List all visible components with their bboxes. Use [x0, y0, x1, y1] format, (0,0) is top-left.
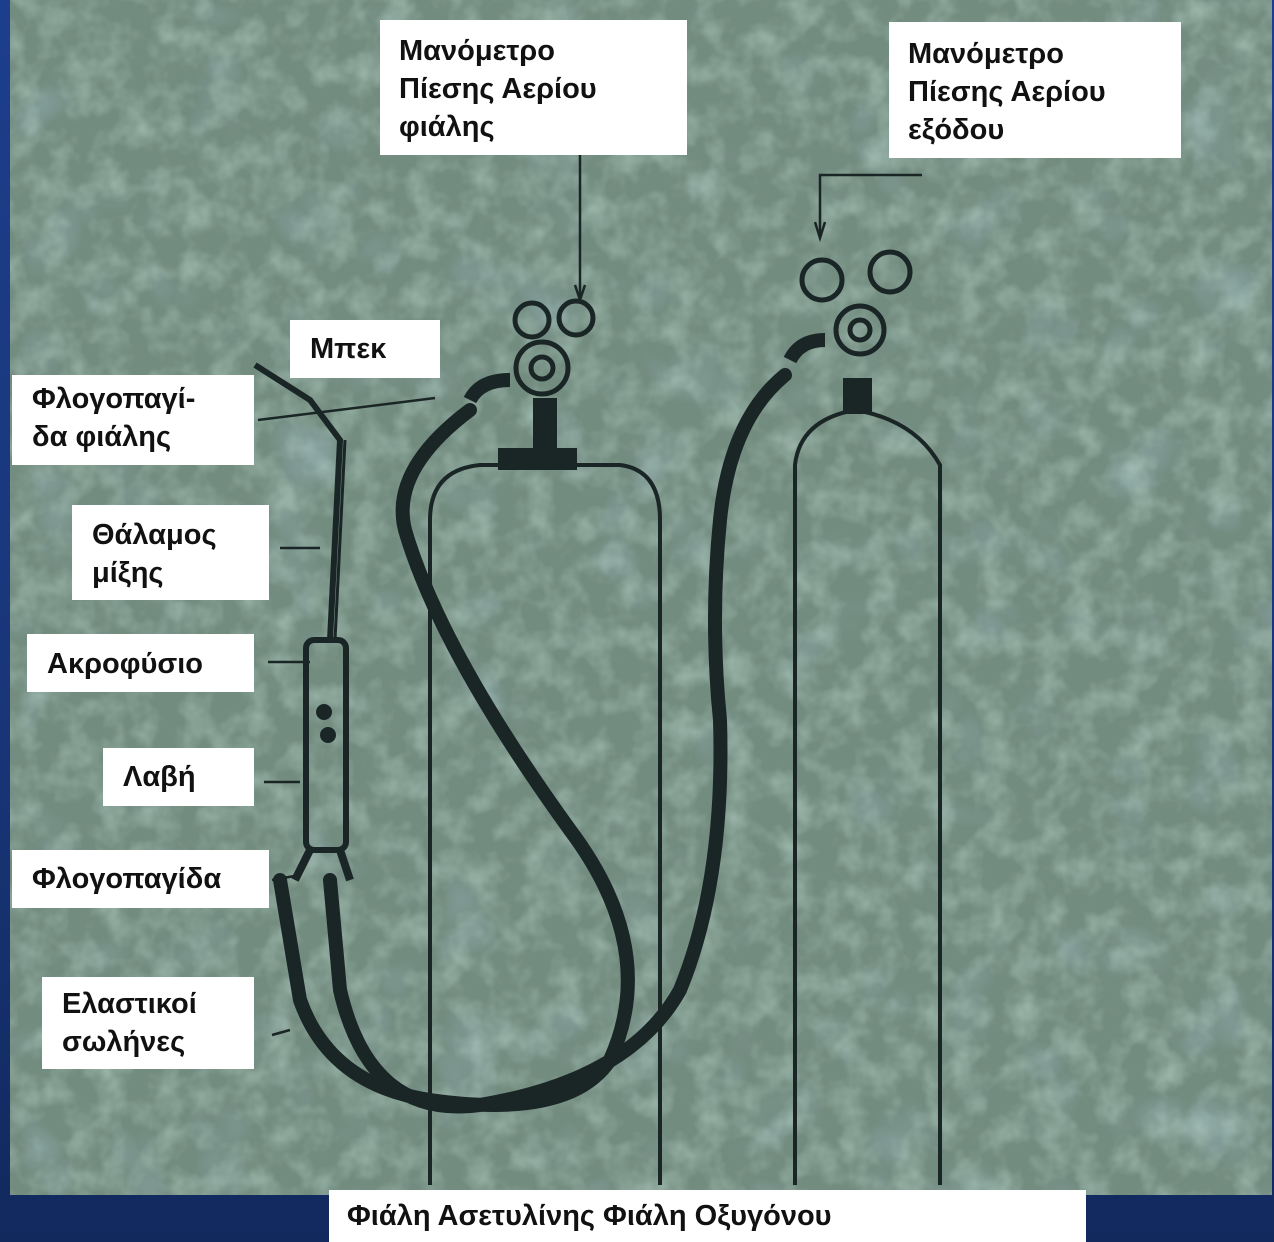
- label-flashback-arrestor: Φλογοπαγίδα: [12, 850, 269, 908]
- cylinders-caption: Φιάλη Ασετυλίνης Φιάλη Οξυγόνου: [329, 1190, 1086, 1242]
- label-cylinder-pressure-gauge: Μανόμετρο Πίεσης Αερίου φιάλης: [380, 20, 687, 155]
- label-rubber-hoses: Ελαστικοί σωλήνες: [42, 977, 254, 1069]
- label-mixing-chamber: Θάλαμος μίξης: [72, 505, 269, 600]
- label-cylinder-flashback-arrestor: Φλογοπαγί- δα φιάλης: [12, 375, 254, 465]
- label-outlet-pressure-gauge: Μανόμετρο Πίεσης Αερίου εξόδου: [889, 22, 1181, 158]
- label-handle: Λαβή: [103, 748, 254, 806]
- label-torch-tip: Μπεκ: [290, 320, 440, 378]
- label-nozzle: Ακροφύσιο: [27, 634, 254, 692]
